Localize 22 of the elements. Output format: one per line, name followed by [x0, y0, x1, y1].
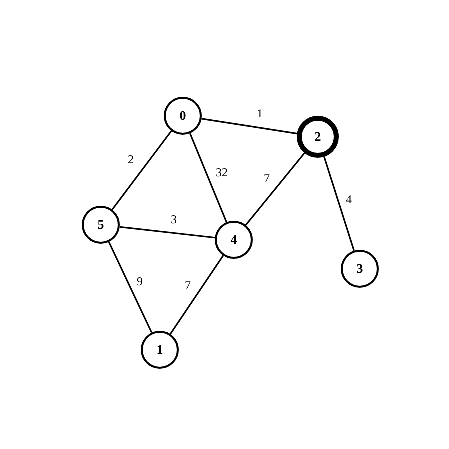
graph-node: 1	[141, 331, 179, 369]
edge-label: 1	[257, 106, 263, 122]
edge-label: 4	[346, 192, 352, 208]
edge-label: 7	[264, 172, 270, 186]
edge-label: 9	[137, 274, 143, 290]
graph-node: 3	[341, 250, 379, 288]
graph-node: 4	[215, 221, 253, 259]
graph-node: 5	[82, 206, 120, 244]
graph-node: 2	[297, 116, 339, 158]
edge-label: 7	[185, 278, 191, 294]
edge-line	[112, 130, 172, 210]
edge-label: 3	[171, 212, 177, 228]
edge-line	[189, 133, 228, 223]
edge-line	[202, 118, 298, 135]
edge-label: 32	[216, 166, 228, 180]
edge-label: 2	[128, 152, 134, 168]
graph-node: 0	[164, 97, 202, 135]
edge-line	[108, 242, 153, 334]
edge-line	[245, 152, 306, 226]
edge-line	[170, 255, 224, 335]
edge-line	[324, 156, 355, 252]
edge-line	[120, 226, 216, 239]
